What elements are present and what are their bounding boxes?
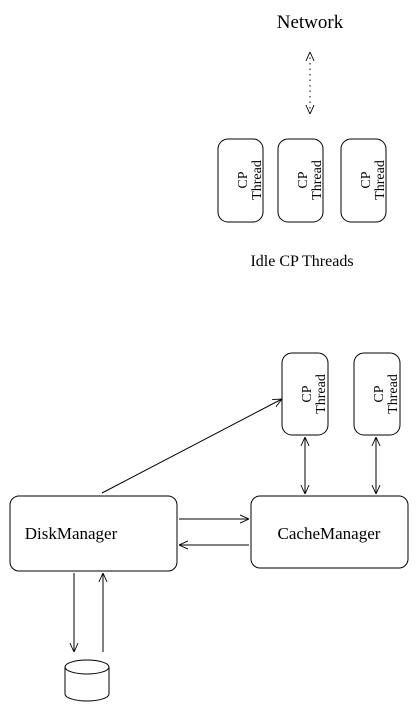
cache-manager-label: CacheManager xyxy=(278,524,381,543)
svg-text:CP: CP xyxy=(372,385,387,402)
idle-cp-thread: CP Thread xyxy=(340,138,388,223)
active-cp-thread: CP Thread xyxy=(353,352,401,436)
disk-to-thread-arrow xyxy=(101,399,282,494)
svg-text:CP: CP xyxy=(359,171,374,188)
svg-text:Thread: Thread xyxy=(310,160,325,200)
svg-text:CP: CP xyxy=(236,171,251,188)
svg-text:CP: CP xyxy=(300,385,315,402)
svg-text:Thread: Thread xyxy=(314,374,329,414)
idle-cp-thread: CP Thread xyxy=(277,138,325,223)
svg-text:Thread: Thread xyxy=(373,160,388,200)
disk-manager-label: DiskManager xyxy=(25,524,118,543)
network-label: Network xyxy=(277,12,344,33)
disk-cylinder-icon xyxy=(64,659,110,702)
svg-text:Thread: Thread xyxy=(386,374,401,414)
disk-manager-box: DiskManager xyxy=(9,495,178,572)
cache-manager-box: CacheManager xyxy=(250,495,409,569)
active-cp-thread: CP Thread xyxy=(281,352,329,436)
idle-cp-thread: CP Thread xyxy=(217,138,265,223)
svg-text:Thread: Thread xyxy=(250,160,265,200)
svg-text:CP: CP xyxy=(296,171,311,188)
idle-threads-label: Idle CP Threads xyxy=(250,253,353,270)
